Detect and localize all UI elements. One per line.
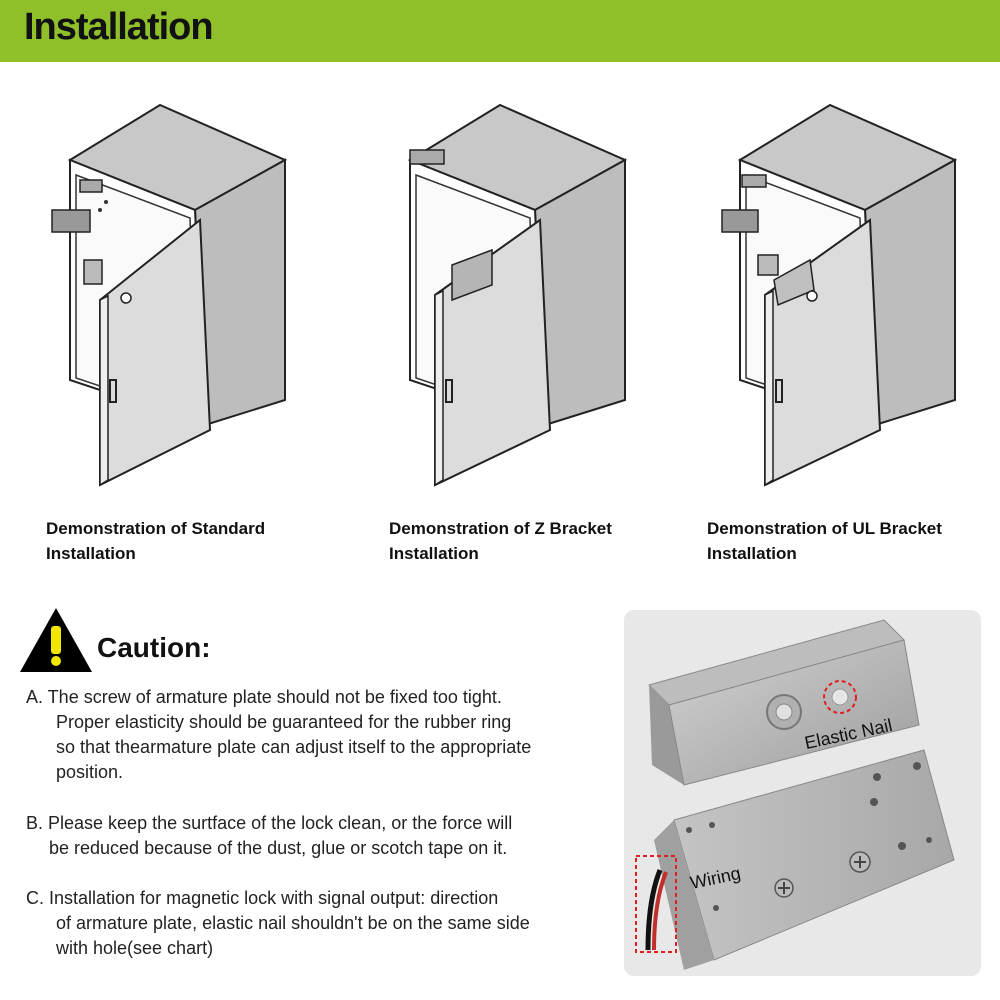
caption-line: Installation bbox=[389, 544, 479, 563]
caution-note-a: A. The screw of armature plate should no… bbox=[26, 685, 531, 785]
caution-title: Caution: bbox=[97, 632, 211, 663]
caption-line: Demonstration of UL Bracket bbox=[707, 519, 942, 538]
note-first-line: C. Installation for magnetic lock with s… bbox=[26, 888, 499, 908]
note-continuation: be reduced because of the dust, glue or … bbox=[49, 838, 508, 858]
note-continuation: Proper elasticity should be guaranteed f… bbox=[56, 712, 532, 782]
note-first-line: B. Please keep the surtface of the lock … bbox=[26, 813, 513, 833]
warning-icon bbox=[18, 606, 94, 674]
header-banner: Installation bbox=[0, 0, 1000, 62]
z-bracket-installation-diagram bbox=[380, 100, 680, 500]
ul-bracket-installation-diagram bbox=[710, 100, 1000, 500]
standard-installation-caption: Demonstration of Standard Installation bbox=[46, 516, 265, 566]
caption-line: Installation bbox=[707, 544, 797, 563]
page-title: Installation bbox=[24, 6, 214, 48]
ul-bracket-installation-caption: Demonstration of UL Bracket Installation bbox=[707, 516, 942, 566]
note-continuation: of armature plate, elastic nail shouldn'… bbox=[56, 913, 530, 958]
note-first-line: A. The screw of armature plate should no… bbox=[26, 687, 502, 707]
caution-note-b: B. Please keep the surtface of the lock … bbox=[26, 811, 512, 861]
caption-line: Demonstration of Z Bracket bbox=[389, 519, 612, 538]
armature-plate-photo: Elastic Nail Wiring bbox=[624, 610, 981, 976]
caption-line: Demonstration of Standard bbox=[46, 519, 266, 538]
standard-installation-diagram bbox=[40, 100, 340, 500]
caption-line: Installation bbox=[46, 544, 136, 563]
caution-note-c: C. Installation for magnetic lock with s… bbox=[26, 886, 530, 961]
z-bracket-installation-caption: Demonstration of Z Bracket Installation bbox=[389, 516, 612, 566]
